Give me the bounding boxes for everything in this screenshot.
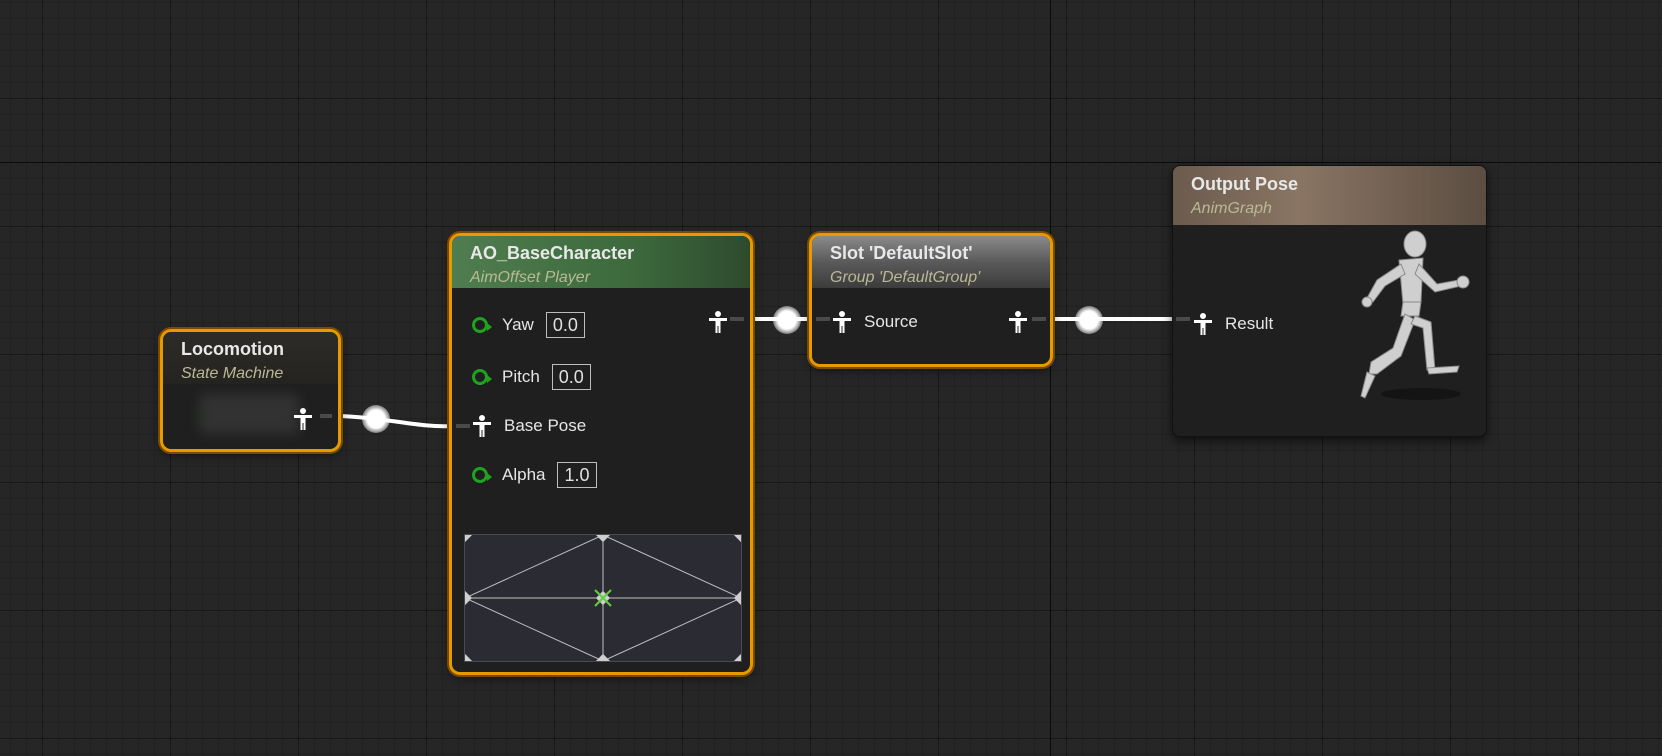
alpha-value-input[interactable]: 1.0	[557, 462, 597, 488]
node-locomotion[interactable]: Locomotion State Machine	[163, 332, 338, 449]
wire-stub	[320, 414, 332, 418]
yaw-value-input[interactable]: 0.0	[545, 312, 585, 338]
pin-label: Alpha	[502, 465, 546, 484]
blendspace-preview	[457, 527, 749, 669]
pose-pin-icon[interactable]	[472, 414, 492, 438]
pin-label: Base Pose	[504, 416, 587, 435]
pin-base-pose[interactable]: Base Pose	[472, 414, 586, 438]
node-slot[interactable]: Slot 'DefaultSlot' Group 'DefaultGroup' …	[812, 236, 1050, 364]
pose-pin-icon[interactable]	[1008, 310, 1028, 334]
wire-stub	[456, 424, 470, 428]
node-locomotion-header: Locomotion State Machine	[163, 332, 338, 384]
node-subtitle: AimOffset Player	[470, 269, 591, 286]
node-subtitle: State Machine	[181, 365, 284, 382]
node-output-pose-header: Output Pose AnimGraph	[1173, 166, 1486, 225]
pin-label: Source	[864, 312, 918, 331]
wire-reroute-knot[interactable]	[773, 306, 801, 334]
pose-pin-icon[interactable]	[708, 310, 728, 334]
running-mannequin-icon	[1360, 230, 1470, 400]
pin-label: Yaw	[502, 315, 534, 334]
pin-yaw[interactable]: Yaw 0.0	[472, 312, 585, 338]
pin-label: Pitch	[502, 367, 540, 386]
wire-locomotion-to-basepose	[339, 414, 453, 429]
wire-reroute-knot[interactable]	[362, 405, 390, 433]
wire-stub	[1032, 317, 1046, 321]
pin-source[interactable]: Source	[832, 310, 918, 334]
wire-reroute-knot[interactable]	[1075, 306, 1103, 334]
graph-origin-axis-horizontal	[0, 162, 1662, 163]
node-aim-offset-header: AO_BaseCharacter AimOffset Player	[452, 236, 750, 288]
pitch-value-input[interactable]: 0.0	[551, 364, 591, 390]
node-subtitle: AnimGraph	[1191, 200, 1272, 217]
pin-result[interactable]: Result	[1193, 312, 1273, 336]
node-slot-header: Slot 'DefaultSlot' Group 'DefaultGroup'	[812, 236, 1050, 288]
float-pin-icon[interactable]	[472, 369, 492, 385]
wire-stub	[816, 317, 830, 321]
float-pin-icon[interactable]	[472, 467, 492, 483]
pin-pitch[interactable]: Pitch 0.0	[472, 364, 591, 390]
node-title: Locomotion	[181, 339, 284, 359]
pose-pin-icon[interactable]	[832, 310, 852, 334]
float-pin-icon[interactable]	[472, 317, 492, 333]
pin-label: Result	[1225, 314, 1274, 333]
node-title: AO_BaseCharacter	[470, 243, 635, 263]
node-title: Output Pose	[1191, 174, 1298, 194]
pose-pin-icon[interactable]	[293, 407, 313, 431]
node-title: Slot 'DefaultSlot'	[830, 243, 973, 263]
wire-stub	[1176, 317, 1190, 321]
graph-origin-axis-vertical	[1050, 0, 1051, 756]
node-subtitle: Group 'DefaultGroup'	[830, 269, 981, 286]
node-output-pose[interactable]: Output Pose AnimGraph Result	[1172, 165, 1487, 437]
pose-pin-icon[interactable]	[1193, 312, 1213, 336]
pin-alpha[interactable]: Alpha 1.0	[472, 462, 597, 488]
node-aim-offset[interactable]: AO_BaseCharacter AimOffset Player Yaw 0.…	[452, 236, 750, 672]
state-machine-thumbnail	[199, 394, 299, 434]
wire-stub	[730, 317, 744, 321]
